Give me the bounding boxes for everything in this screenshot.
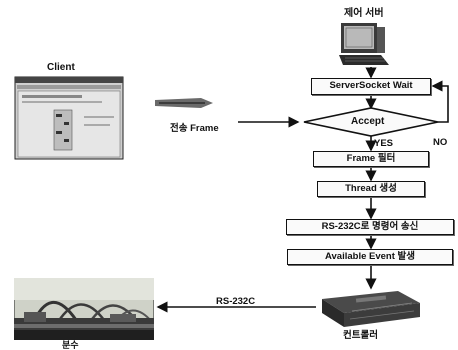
yes-label: YES: [374, 138, 393, 150]
thread-create-box: Thread 생성: [317, 181, 425, 197]
rs232c-command-box: RS-232C로 명령어 송신: [286, 219, 454, 235]
client-window-icon: [14, 76, 125, 162]
frame-packet-icon: [153, 96, 215, 110]
arrow-no-loop: [433, 86, 448, 122]
server-label: 제어 서버: [344, 8, 384, 20]
controller-label: 컨트롤러: [343, 330, 378, 342]
available-event-box: Available Event 발생: [287, 249, 453, 265]
rs232c-label: RS-232C: [216, 296, 255, 308]
accept-label: Accept: [351, 116, 384, 128]
fountain-photo-icon: [14, 278, 154, 340]
transfer-label: 전송 Frame: [170, 123, 219, 135]
server-socket-wait-box: ServerSocket Wait: [311, 78, 431, 95]
client-label: Client: [47, 62, 75, 74]
computer-icon: [337, 21, 392, 67]
no-label: NO: [433, 137, 447, 149]
frame-filter-box: Frame 필터: [313, 151, 429, 167]
controller-device-icon: [316, 289, 424, 329]
